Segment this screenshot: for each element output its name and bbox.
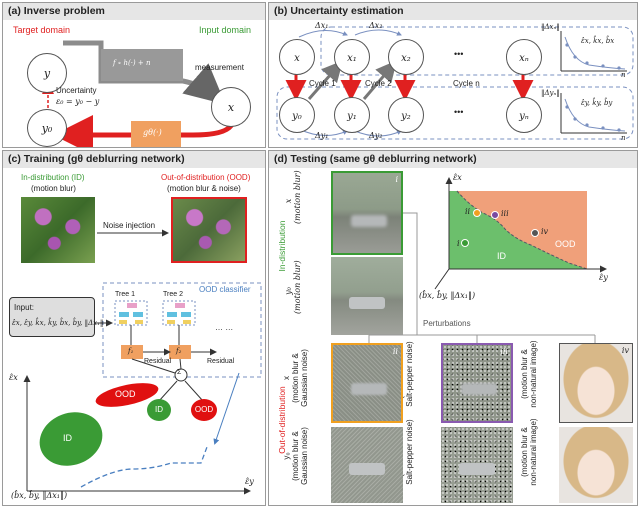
ood-output-label: OOD <box>194 405 214 414</box>
panel-b-title: (b) Uncertainty estimation <box>269 3 637 20</box>
plot-axis-x: ε̂y <box>599 273 608 282</box>
axis-z-label: (b̂x, b̂y, ‖Δx₁‖) <box>11 491 68 500</box>
panel-d-title: (d) Testing (same gθ deblurring network) <box>269 151 637 168</box>
panel-b: (b) Uncertainty estimation x x₁ <box>268 2 638 148</box>
perturbations-label: Perturbations <box>423 319 471 328</box>
classifier-dots: … … <box>215 323 234 332</box>
residual-1: Residual <box>144 358 172 365</box>
uncertainty-eq: ε₀ = y₀ − y <box>56 97 100 106</box>
plot-id-label: ID <box>497 251 506 261</box>
node-y0: y₀ <box>27 109 67 147</box>
residual-2: Residual <box>207 358 235 365</box>
ood-output-node: OOD <box>191 399 217 421</box>
input-label: Input: <box>14 303 35 312</box>
dots-y: ••• <box>454 107 464 117</box>
node-y: y <box>27 53 67 93</box>
cycle-n: Cycle n <box>453 79 480 88</box>
sum-symbol: Σ <box>177 369 182 376</box>
tree-1-label: Tree 1 <box>115 291 135 298</box>
id-cluster-label: ID <box>63 433 72 443</box>
node-y0-label: y₀ <box>41 122 53 135</box>
est-y: ε̂y, k̂y, b̂y <box>581 99 613 107</box>
id-label: In-distribution (ID) <box>21 173 85 182</box>
car-saltpepper-x-image: iii <box>441 343 513 423</box>
forward-model-box <box>101 49 183 81</box>
ood-label: Out-of-distribution (OOD) <box>161 173 251 182</box>
node-y0: y₀ <box>279 97 315 133</box>
dots-x: ••• <box>454 49 464 59</box>
panel-a-title: (a) Inverse problem <box>3 3 265 20</box>
car-id-x-image: i <box>331 171 403 255</box>
node-x-label: x <box>227 101 235 114</box>
delta-x2: Δx₂ <box>369 21 383 30</box>
id-output-node: ID <box>147 399 171 421</box>
node-yn: yₙ <box>506 97 542 133</box>
ood-sub: (motion blur & noise) <box>167 184 241 193</box>
input-domain-label: Input domain <box>199 25 252 35</box>
anime-x-image: iv <box>559 343 633 423</box>
cycle-1: Cycle 1 <box>309 79 336 88</box>
plot-marker-iv: iv <box>541 227 549 236</box>
input-vars: ε̂x, ε̂y, k̂x, k̂y, b̂x, b̂y, ‖Δx₁‖ <box>12 319 104 327</box>
ood-cluster-label: OOD <box>115 389 136 399</box>
plot-axis-y: ε̂x <box>453 173 462 182</box>
ood-flower-image <box>171 197 247 263</box>
marker-ii-image: ii <box>392 347 398 356</box>
node-x1: x₁ <box>334 39 370 75</box>
target-domain-label: Target domain <box>13 25 71 35</box>
input-box <box>9 297 95 337</box>
panel-d-graphics <box>368 177 607 343</box>
id-flower-image <box>21 197 95 263</box>
n-axis-y: n <box>621 134 626 142</box>
plot-marker-ii: ii <box>465 207 471 216</box>
delta-y2: Δy₂ <box>369 131 383 140</box>
anime-y0-image <box>559 427 633 503</box>
network-box <box>131 121 181 147</box>
uncertainty-label: Uncertainty <box>56 86 97 95</box>
marker-i-image: i <box>395 175 398 184</box>
plot-axis-z: (b̂x, b̂y, ‖Δx₁‖) <box>419 291 476 300</box>
classifier-label: OOD classifier <box>199 285 251 294</box>
axis-x-label: ε̂y <box>245 477 254 486</box>
est-x: ε̂x, k̂x, b̂x <box>581 37 615 45</box>
f1-label: f₁ <box>128 347 134 355</box>
node-x: x <box>279 39 315 75</box>
car-saltpepper-y0-image <box>441 427 513 503</box>
node-x: x <box>211 87 251 127</box>
n-axis-x: n <box>621 71 626 79</box>
network-label: gθ(·) <box>143 128 162 137</box>
node-y2: y₂ <box>388 97 424 133</box>
panel-c-title: (c) Training (gθ deblurring network) <box>3 151 265 168</box>
panel-d: (d) Testing (same gθ deblurring network)… <box>268 150 638 506</box>
norm-x: ‖Δxₙ‖ <box>541 23 560 31</box>
cycle-2: Cycle 2 <box>365 79 392 88</box>
node-y1: y₁ <box>334 97 370 133</box>
marker-iii-image: iii <box>500 347 508 356</box>
noise-injection-label: Noise injection <box>103 221 156 230</box>
id-sub: (motion blur) <box>31 184 76 193</box>
node-y-label: y <box>43 67 51 80</box>
car-gauss-x-image: ii <box>331 343 403 423</box>
plot-ood-label: OOD <box>555 239 576 249</box>
axis-y-label: ε̂x <box>9 373 18 382</box>
norm-y: ‖Δyₙ‖ <box>541 89 560 97</box>
node-x2: x₂ <box>388 39 424 75</box>
plot-marker-iii: iii <box>501 209 509 218</box>
node-xn: xₙ <box>506 39 542 75</box>
panel-a: (a) Inverse problem Target domain Input … <box>2 2 266 148</box>
tree-2-label: Tree 2 <box>163 291 183 298</box>
delta-x1: Δx₁ <box>315 21 329 30</box>
car-id-y0-image <box>331 257 403 335</box>
measurement-label: measurement <box>195 63 244 72</box>
car-gauss-y0-image <box>331 427 403 503</box>
panel-c: (c) Training (gθ deblurring network) In-… <box>2 150 266 506</box>
id-output-label: ID <box>155 405 163 414</box>
plot-marker-i: i <box>457 239 460 248</box>
forward-model-eq: f ∘ h(·) + n <box>113 59 151 67</box>
f2-label: f₂ <box>176 347 182 355</box>
marker-iv-image: iv <box>621 346 629 355</box>
delta-y1: Δy₁ <box>315 131 329 140</box>
panel-c-graphics <box>23 229 262 495</box>
